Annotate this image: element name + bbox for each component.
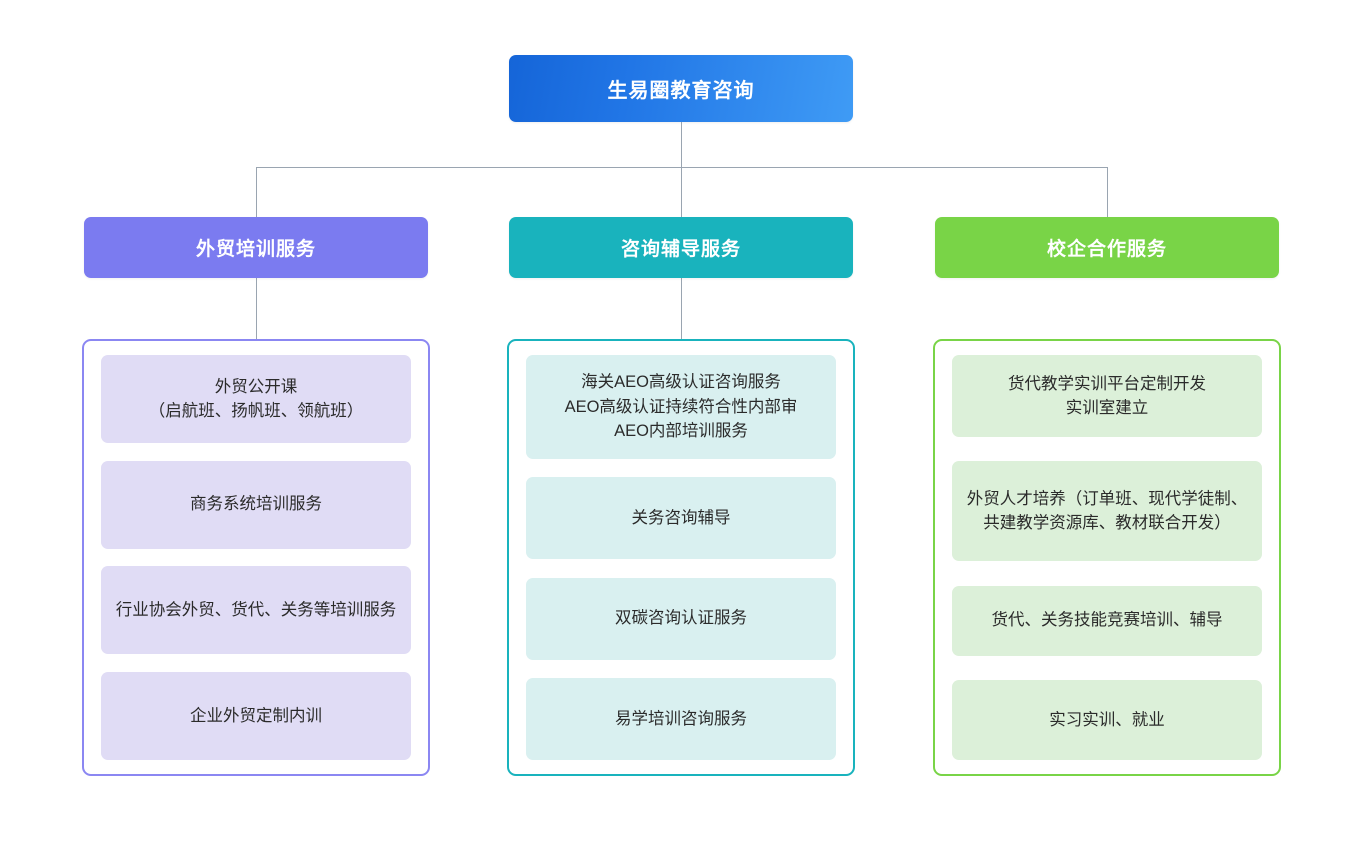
- category-header-waimao-peixun[interactable]: 外贸培训服务: [84, 217, 428, 278]
- service-item-card[interactable]: 外贸公开课 （启航班、扬帆班、领航班）: [101, 355, 411, 443]
- connector-branch3-down: [1107, 167, 1108, 217]
- service-item-card[interactable]: 关务咨询辅导: [526, 477, 836, 560]
- service-item-card[interactable]: 货代、关务技能竞赛培训、辅导: [952, 585, 1262, 656]
- category-header-label: 校企合作服务: [1046, 239, 1167, 260]
- service-item-card[interactable]: 商务系统培训服务: [101, 460, 411, 549]
- root-node-label: 生易圈教育咨询: [607, 80, 755, 102]
- service-item-card[interactable]: 行业协会外贸、货代、关务等培训服务: [101, 566, 411, 655]
- service-item-card[interactable]: 易学培训咨询服务: [526, 677, 836, 760]
- connector-root-down: [681, 122, 682, 167]
- service-item-card[interactable]: 双碳咨询认证服务: [526, 577, 836, 660]
- category-header-label: 外贸培训服务: [195, 239, 316, 260]
- group-box-waimao-peixun: 外贸公开课 （启航班、扬帆班、领航班） 商务系统培训服务 行业协会外贸、货代、关…: [82, 339, 430, 776]
- service-item-card[interactable]: 实习实训、就业: [952, 679, 1262, 760]
- service-item-card[interactable]: 外贸人才培养（订单班、现代学徒制、共建教学资源库、教材联合开发）: [952, 461, 1262, 562]
- service-item-card[interactable]: 海关AEO高级认证咨询服务 AEO高级认证持续符合性内部审 AEO内部培训服务: [526, 355, 836, 459]
- service-item-card[interactable]: 企业外贸定制内训: [101, 671, 411, 760]
- connector-branch2-down: [681, 167, 682, 217]
- connector-branch1-to-group: [256, 278, 257, 339]
- group-box-xiaoqi-hezuo: 货代教学实训平台定制开发 实训室建立 外贸人才培养（订单班、现代学徒制、共建教学…: [933, 339, 1281, 776]
- service-item-card[interactable]: 货代教学实训平台定制开发 实训室建立: [952, 355, 1262, 437]
- category-header-zixun-fudao[interactable]: 咨询辅导服务: [509, 217, 853, 278]
- category-header-label: 咨询辅导服务: [620, 239, 741, 260]
- group-box-zixun-fudao: 海关AEO高级认证咨询服务 AEO高级认证持续符合性内部审 AEO内部培训服务 …: [507, 339, 855, 776]
- category-header-xiaoqi-hezuo[interactable]: 校企合作服务: [935, 217, 1279, 278]
- connector-branch1-down: [256, 167, 257, 217]
- root-node[interactable]: 生易圈教育咨询: [509, 55, 853, 122]
- connector-branch2-to-group: [681, 278, 682, 339]
